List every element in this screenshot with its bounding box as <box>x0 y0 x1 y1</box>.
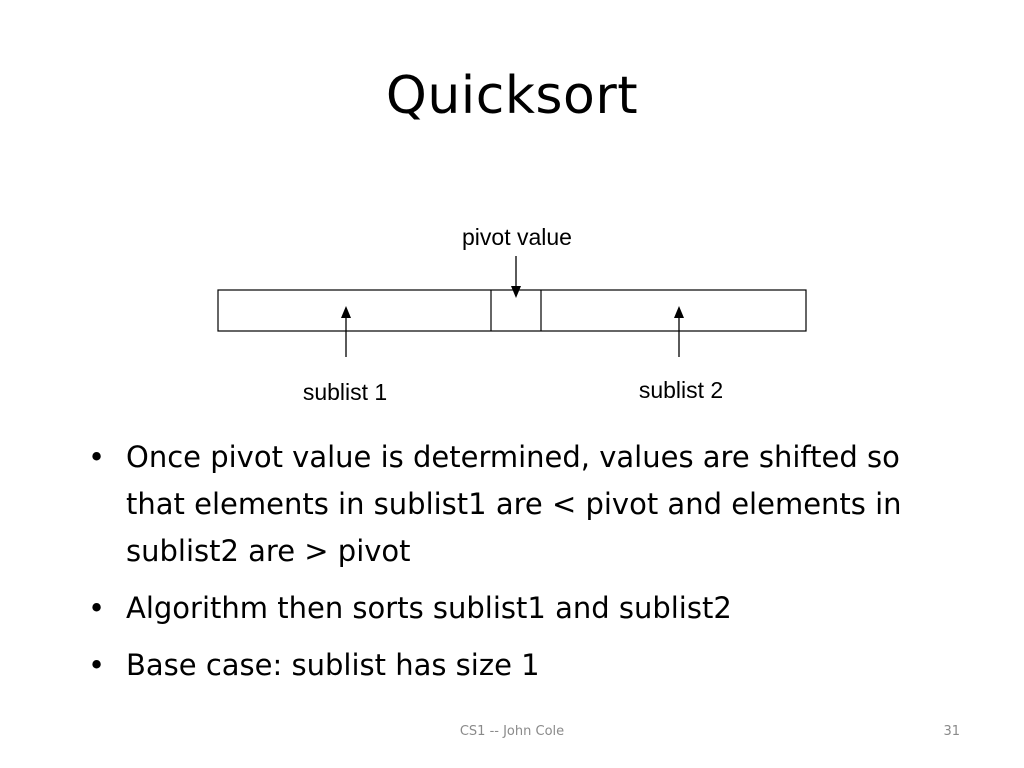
bullet-list: • Once pivot value is determined, values… <box>88 434 948 699</box>
pivot-arrowhead <box>511 286 521 298</box>
bullet-text: Once pivot value is determined, values a… <box>126 440 902 568</box>
bullet-item: • Once pivot value is determined, values… <box>88 434 948 575</box>
slide-number: 31 <box>943 724 960 739</box>
pivot-value-label: pivot value <box>462 224 572 250</box>
bullet-item: • Base case: sublist has size 1 <box>88 642 948 689</box>
sublist2-label: sublist 2 <box>639 377 723 403</box>
sublist1-label: sublist 1 <box>303 379 387 405</box>
bullet-text: Base case: sublist has size 1 <box>126 648 540 682</box>
bullet-marker: • <box>88 648 106 682</box>
array-box <box>217 289 807 332</box>
bullet-item: • Algorithm then sorts sublist1 and subl… <box>88 585 948 632</box>
sublist2-arrowhead <box>674 306 684 318</box>
bullet-marker: • <box>88 591 106 625</box>
slide-title: Quicksort <box>385 66 639 126</box>
footer-author: CS1 -- John Cole <box>459 724 565 739</box>
bullet-marker: • <box>88 440 106 474</box>
bullet-text: Algorithm then sorts sublist1 and sublis… <box>126 591 732 625</box>
sublist1-arrowhead <box>341 306 351 318</box>
